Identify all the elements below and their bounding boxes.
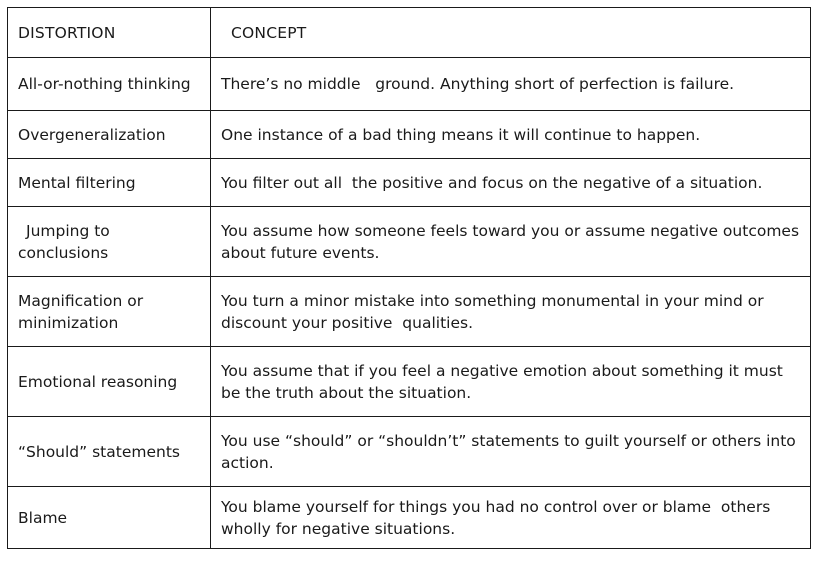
concept-cell: You filter out all the positive and focu… <box>210 158 811 207</box>
distortion-cell: Blame <box>7 486 211 549</box>
table-row: Blame You blame yourself for things you … <box>7 486 811 549</box>
distortion-cell: Overgeneralization <box>7 110 211 159</box>
table-row: “Should” statements You use “should” or … <box>7 416 811 487</box>
header-distortion: DISTORTION <box>7 7 211 58</box>
concept-cell: You blame yourself for things you had no… <box>210 486 811 549</box>
table-header-row: DISTORTION CONCEPT <box>7 7 811 58</box>
table-row: Jumping to conclusions You assume how so… <box>7 206 811 277</box>
distortion-cell: Magnification or minimization <box>7 276 211 347</box>
concept-cell: There’s no middle ground. Anything short… <box>210 57 811 111</box>
table-row: All-or-nothing thinking There’s no middl… <box>7 57 811 111</box>
distortion-table: DISTORTION CONCEPT All-or-nothing thinki… <box>7 7 811 549</box>
table-row: Overgeneralization One instance of a bad… <box>7 110 811 159</box>
concept-cell: You assume how someone feels toward you … <box>210 206 811 277</box>
distortion-line-1: Jumping to <box>26 221 110 240</box>
concept-cell: You turn a minor mistake into something … <box>210 276 811 347</box>
concept-cell: One instance of a bad thing means it wil… <box>210 110 811 159</box>
header-concept: CONCEPT <box>210 7 811 58</box>
distortion-cell: Emotional reasoning <box>7 346 211 417</box>
concept-cell: You use “should” or “shouldn’t” statemen… <box>210 416 811 487</box>
distortion-cell: “Should” statements <box>7 416 211 487</box>
table-row: Emotional reasoning You assume that if y… <box>7 346 811 417</box>
distortion-cell: Jumping to conclusions <box>7 206 211 277</box>
distortion-cell: All-or-nothing thinking <box>7 57 211 111</box>
distortion-line-2: conclusions <box>18 243 109 262</box>
table-row: Magnification or minimization You turn a… <box>7 276 811 347</box>
distortion-cell: Mental filtering <box>7 158 211 207</box>
table-row: Mental filtering You filter out all the … <box>7 158 811 207</box>
concept-cell: You assume that if you feel a negative e… <box>210 346 811 417</box>
